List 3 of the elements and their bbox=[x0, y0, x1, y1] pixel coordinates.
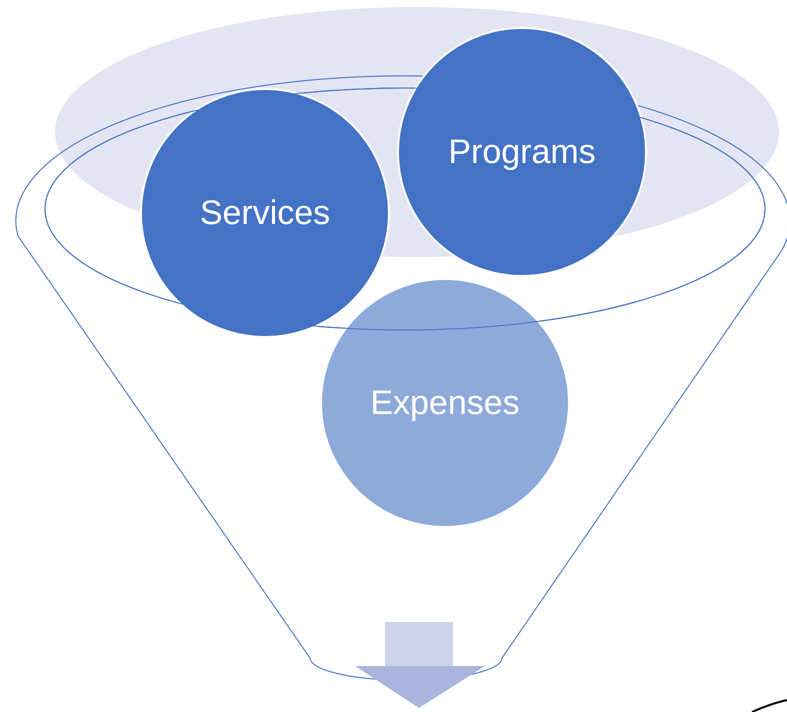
node-label: Expenses bbox=[370, 384, 520, 422]
node-label: Services bbox=[200, 194, 330, 232]
node-label: Programs bbox=[448, 132, 596, 172]
